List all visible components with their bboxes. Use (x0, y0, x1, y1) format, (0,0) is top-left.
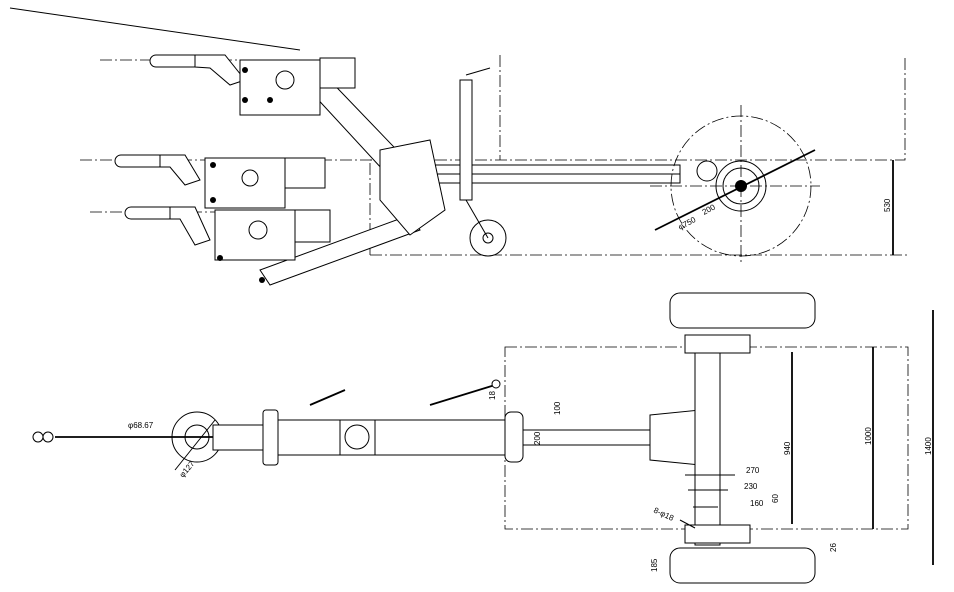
dim-18-label: 18 (488, 391, 497, 400)
dim-60-label: 60 (771, 494, 780, 503)
ball (184, 424, 210, 450)
drawbar-body (277, 419, 519, 456)
dim-100-label: 100 (553, 401, 562, 415)
dim-200-label: 200 (533, 431, 542, 445)
lower-link (259, 214, 421, 286)
top-view: φ68.67 φ127 18 100 200 940 1000 1400 270 (32, 292, 934, 584)
height-dim-label: 530 (883, 198, 892, 212)
bolt-leader (679, 519, 696, 529)
middle-hitch (114, 154, 326, 209)
dim-1000-label: 1000 (864, 427, 873, 445)
coupler-head (379, 139, 446, 236)
dim-270-label: 270 (746, 466, 760, 475)
bolt-holes-label: 8-φ18 (652, 506, 676, 523)
dim-940-label: 940 (783, 441, 792, 455)
hub-plate-top (684, 334, 751, 354)
lever-2 (429, 384, 496, 406)
frame-outline (369, 55, 906, 255)
hub-offset-label: 200 (701, 202, 717, 216)
dim-230-label: 230 (744, 482, 758, 491)
road-wheel (650, 105, 820, 265)
dim-26-label: 26 (829, 543, 838, 552)
dim-160-label: 160 (750, 499, 764, 508)
winch-drum (344, 424, 370, 450)
coupler (212, 424, 264, 451)
tow-cable (9, 7, 301, 51)
side-view: φ750 200 530 (9, 7, 910, 286)
jockey-wheel (459, 67, 507, 257)
dim-185-label: 185 (650, 558, 659, 572)
hub-plate-bottom (684, 524, 751, 544)
lever-knob (491, 379, 501, 389)
dim-1400-label: 1400 (924, 437, 933, 455)
wheel-bottom (669, 547, 816, 584)
lower-hitch (124, 206, 331, 283)
upper-hitch (149, 54, 356, 116)
axle (694, 334, 721, 546)
tongue (522, 429, 654, 446)
bracket (504, 411, 524, 463)
ball-diameter-label: φ68.67 (128, 421, 154, 430)
clamp (262, 409, 279, 466)
hook-icon (32, 431, 54, 443)
axle-mount (649, 409, 701, 466)
wheel-top (669, 292, 816, 329)
lever-1 (309, 389, 346, 406)
eye-dim-leader (174, 419, 216, 471)
